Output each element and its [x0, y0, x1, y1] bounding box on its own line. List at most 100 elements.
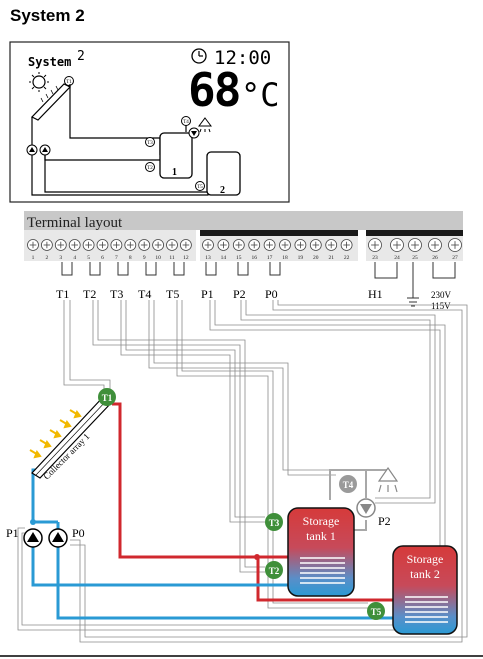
voltage-115: 115V	[431, 301, 451, 311]
terminal-number-11: 11	[169, 255, 175, 261]
tank1-label-line1: Storage	[303, 514, 340, 528]
lcd-tank-1	[159, 132, 193, 179]
terminal-screw-12	[179, 239, 192, 251]
sensor-wiring	[17, 300, 468, 643]
svg-text:T5: T5	[197, 185, 203, 190]
terminal-screw-17	[263, 239, 276, 251]
terminal-screw-4	[68, 239, 81, 251]
lcd-sensor-t3: T3	[145, 137, 155, 147]
terminal-screw-6	[96, 239, 109, 251]
pump-p0-icon	[48, 528, 68, 548]
lcd-system-number: 2	[77, 49, 85, 64]
terminal-number-4: 4	[73, 255, 76, 261]
terminal-screw-21	[325, 239, 338, 251]
hot-junction	[254, 554, 260, 560]
terminal-number-7: 7	[115, 255, 118, 261]
terminal-screw-26	[428, 238, 442, 252]
terminal-label-t5: T5	[166, 287, 179, 301]
terminal-screw-18	[279, 239, 291, 251]
page-title: System 2	[10, 6, 85, 25]
svg-text:T5: T5	[371, 607, 382, 617]
lcd-tank-2	[206, 151, 241, 196]
svg-text:T4: T4	[343, 480, 354, 490]
terminal-number-21: 21	[328, 255, 334, 261]
terminal-number-22: 22	[344, 255, 350, 261]
cold-pipes	[31, 468, 395, 620]
terminal-number-6: 6	[101, 255, 104, 261]
terminal-number-27: 27	[452, 255, 458, 261]
lcd-pump-2	[39, 144, 51, 156]
terminal-number-15: 15	[236, 255, 242, 261]
sun-icon	[29, 72, 49, 92]
sensor-t1-icon: T1	[98, 388, 116, 406]
lcd-pump-1	[26, 144, 38, 156]
terminal-number-2: 2	[46, 255, 49, 261]
terminal-label-t2: T2	[83, 287, 96, 301]
terminal-screw-13	[202, 239, 214, 251]
sensor-t4-icon: T4	[339, 475, 357, 493]
svg-text:1: 1	[172, 167, 177, 178]
terminal-number-24: 24	[394, 255, 400, 261]
terminal-number-9: 9	[143, 255, 146, 261]
terminal-number-20: 20	[313, 255, 319, 261]
terminal-label-p2: P2	[233, 287, 246, 301]
terminal-label-t1: T1	[56, 287, 69, 301]
svg-text:2: 2	[220, 185, 225, 196]
lcd-sensor-t1: T1	[64, 76, 74, 86]
tank2-label-line2: tank 2	[410, 567, 440, 581]
terminal-number-25: 25	[412, 255, 418, 261]
terminal-label-t4: T4	[138, 287, 151, 301]
terminal-number-13: 13	[205, 255, 211, 261]
svg-text:T2: T2	[269, 566, 280, 576]
shower-icon	[198, 117, 212, 133]
storage-tank-1: Storage tank 1	[287, 507, 355, 597]
terminal-screw-5	[82, 239, 95, 251]
terminal-number-10: 10	[155, 255, 161, 261]
terminal-screw-2	[41, 239, 53, 251]
terminal-screw-16	[248, 239, 261, 251]
tank2-label-line1: Storage	[407, 552, 444, 566]
lcd-sensor-t5: T5	[195, 181, 205, 191]
svg-text:T1: T1	[66, 80, 72, 85]
terminal-label-h1: H1	[368, 287, 383, 301]
terminal-number-16: 16	[251, 255, 257, 261]
terminal-screw-20	[309, 239, 322, 251]
terminal-number-3: 3	[59, 255, 62, 261]
terminal-screw-27	[448, 238, 462, 252]
terminal-number-5: 5	[87, 255, 90, 261]
lcd-sensor-t2: T2	[145, 162, 155, 172]
svg-text:T1: T1	[102, 393, 113, 403]
lcd-temperature: 68	[188, 63, 239, 117]
terminal-number-18: 18	[282, 255, 288, 261]
sensor-t2-icon: T2	[265, 561, 283, 579]
terminal-screw-11	[166, 239, 178, 251]
terminal-screw-1	[27, 239, 39, 251]
terminal-number-1: 1	[32, 255, 35, 261]
hot-pipes	[112, 402, 395, 602]
terminal-screw-7	[110, 239, 123, 251]
lcd-sensor-t4: T4	[181, 116, 191, 126]
lcd-unit: °C	[241, 76, 280, 114]
terminal-label-t3: T3	[110, 287, 123, 301]
terminal-number-14: 14	[221, 255, 227, 261]
cold-junction	[30, 519, 36, 525]
terminal-screw-23	[368, 238, 382, 252]
svg-text:T2: T2	[147, 166, 153, 171]
terminal-screw-22	[340, 239, 353, 251]
terminal-screw-15	[232, 239, 245, 251]
terminal-screw-10	[152, 239, 165, 251]
lcd-panel: System 2 12:00 68 °C	[9, 41, 290, 203]
terminal-number-19: 19	[298, 255, 304, 261]
terminal-number-26: 26	[432, 255, 438, 261]
terminal-screw-3	[54, 239, 67, 251]
terminal-number-8: 8	[129, 255, 132, 261]
terminal-header: Terminal layout	[27, 215, 123, 231]
terminal-screw-9	[138, 239, 151, 251]
voltage-230: 230V	[431, 290, 452, 300]
pump-p2-icon	[356, 498, 376, 518]
sensor-t3-icon: T3	[265, 513, 283, 531]
terminal-number-12: 12	[183, 255, 189, 261]
terminal-label-p1: P1	[201, 287, 214, 301]
